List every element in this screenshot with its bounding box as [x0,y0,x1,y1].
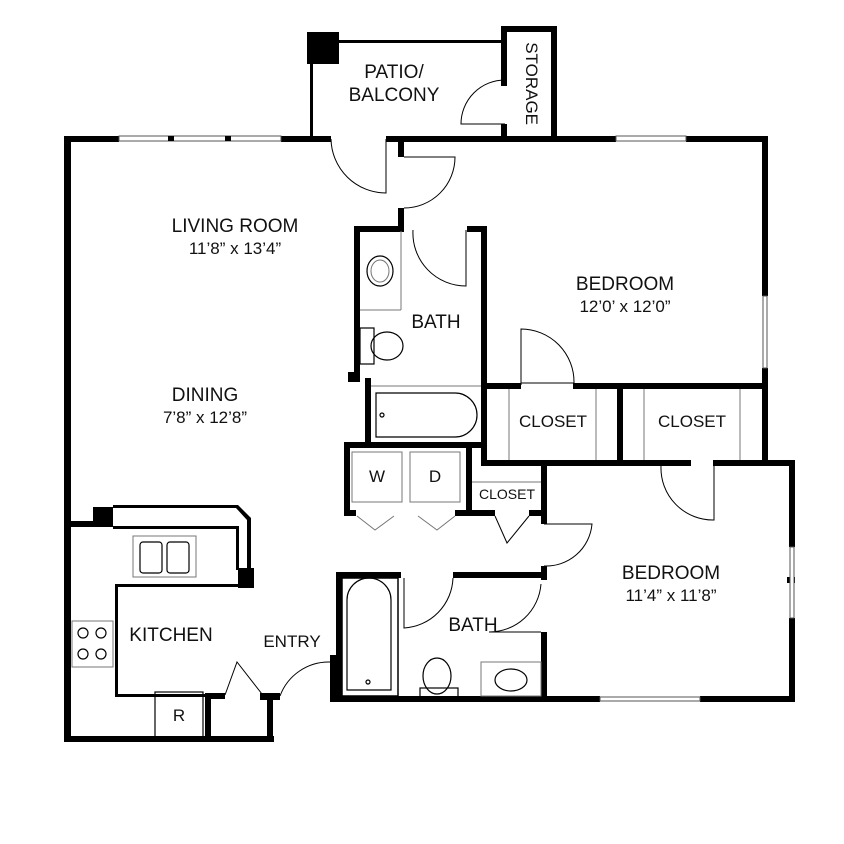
room-label-patio: PATIO/ BALCONY [338,62,450,108]
washer-label: W [368,467,386,486]
room-label-bedroom1: BEDROOM 12’0’ x 12’0” [540,274,710,317]
room-label-kitchen: KITCHEN [129,625,213,646]
walls [64,26,795,742]
room-label-bath1: BATH [411,312,461,333]
room-dimensions: 11’4” x 11’8” [625,585,717,605]
room-dimensions: 7’8” x 12’8” [162,407,248,427]
fridge-label: R [172,706,186,725]
room-dimensions: 12’0’ x 12’0” [579,296,671,316]
room-name: LIVING ROOM [171,216,299,237]
doors [224,79,715,697]
room-label-storage: STORAGE [522,42,542,126]
room-name: BEDROOM [575,274,675,295]
room-label-closet1: CLOSET [518,412,588,431]
room-label-closet3: CLOSET [478,486,535,502]
room-label-bath2: BATH [448,615,498,636]
room-label-dining: DINING 7’8” x 12’8” [120,385,290,428]
room-label-closet2: CLOSET [657,412,727,431]
room-name: DINING [171,385,239,406]
room-name: PATIO/ [364,62,424,83]
room-label-bedroom2: BEDROOM 11’4” x 11’8” [586,563,756,606]
windows [118,135,795,702]
room-dimensions: 11’8” x 13’4” [188,238,282,258]
room-label-living: LIVING ROOM 11’8” x 13’4” [140,216,330,259]
dryer-label: D [428,467,442,486]
fixtures [71,231,741,739]
room-label-entry: ENTRY [263,632,321,651]
room-name-line2: BALCONY [348,84,440,106]
room-name: BEDROOM [621,563,721,584]
